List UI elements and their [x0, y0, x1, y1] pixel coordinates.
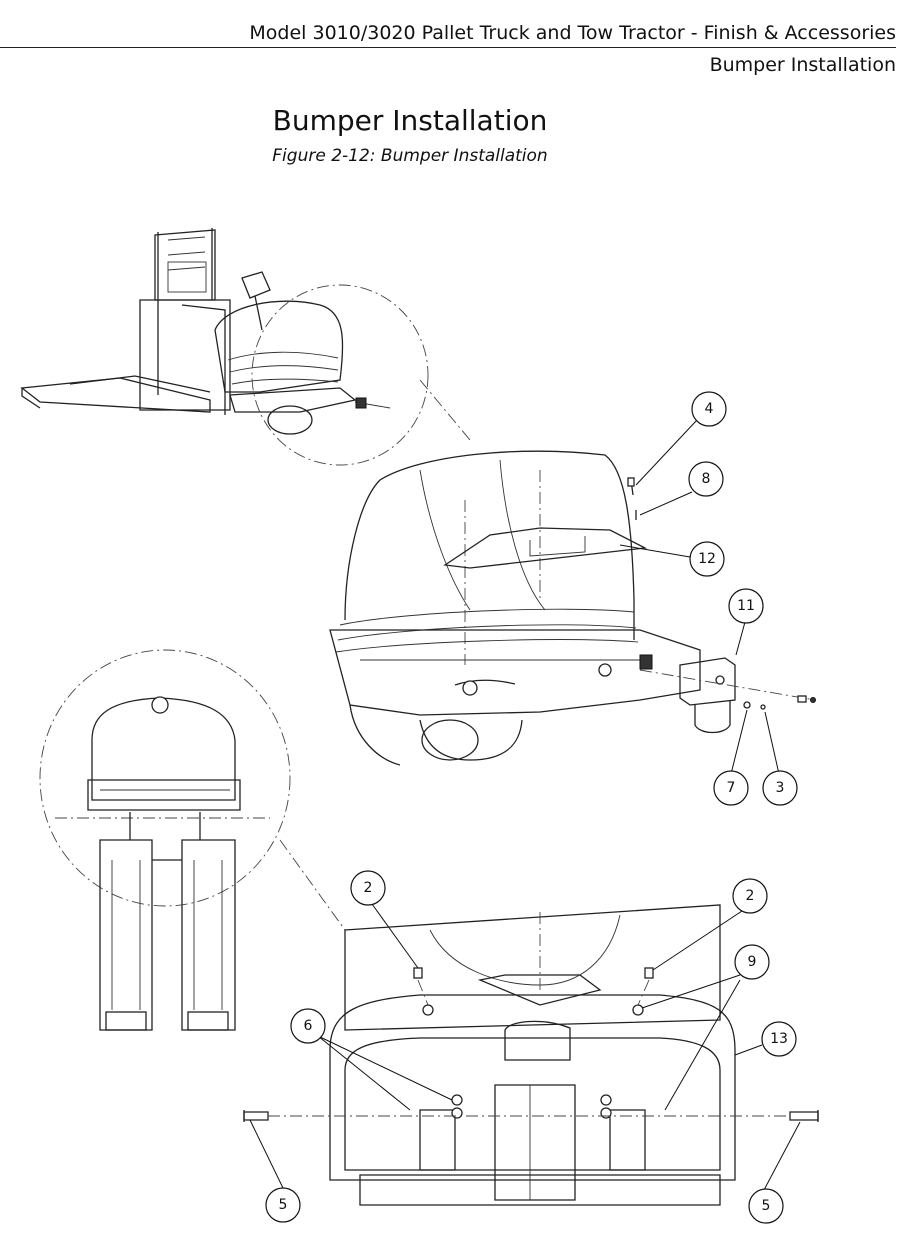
callout-12: 12 — [689, 541, 725, 577]
callout-6: 6 — [290, 1008, 326, 1044]
front-view-detail — [39, 649, 346, 1031]
callout-7: 7 — [713, 770, 749, 806]
callout-2-right: 2 — [732, 878, 768, 914]
svg-text:12: 12 — [698, 551, 716, 567]
bumper-exploded-view — [329, 450, 816, 766]
svg-text:4: 4 — [705, 401, 714, 417]
header-title: Model 3010/3020 Pallet Truck and Tow Tra… — [249, 22, 896, 44]
callout-4: 4 — [691, 391, 727, 427]
callout-11: 11 — [728, 588, 764, 624]
callout-13: 13 — [761, 1021, 797, 1057]
callout-5-left: 5 — [265, 1187, 301, 1223]
figure-caption: Figure 2-12: Bumper Installation — [272, 146, 548, 166]
svg-text:9: 9 — [748, 954, 757, 970]
svg-text:2: 2 — [364, 880, 373, 896]
callout-3: 3 — [762, 770, 798, 806]
pallet-truck-overview — [20, 228, 471, 466]
callout-8: 8 — [688, 461, 724, 497]
svg-text:2: 2 — [746, 888, 755, 904]
callout-9: 9 — [734, 944, 770, 980]
svg-text:3: 3 — [776, 780, 785, 796]
page-title: Bumper Installation — [272, 104, 548, 137]
svg-text:13: 13 — [770, 1031, 788, 1047]
header-rule — [0, 47, 896, 48]
svg-text:11: 11 — [737, 598, 755, 614]
svg-text:7: 7 — [727, 780, 736, 796]
svg-text:5: 5 — [279, 1197, 288, 1213]
callout-5-right: 5 — [748, 1188, 784, 1224]
callout-leaders — [249, 419, 801, 1191]
bumper-front-view — [243, 904, 819, 1206]
callout-2-left: 2 — [350, 870, 386, 906]
header-section: Bumper Installation — [709, 54, 896, 76]
svg-text:8: 8 — [702, 471, 711, 487]
svg-text:6: 6 — [304, 1018, 313, 1034]
svg-text:5: 5 — [762, 1198, 771, 1214]
